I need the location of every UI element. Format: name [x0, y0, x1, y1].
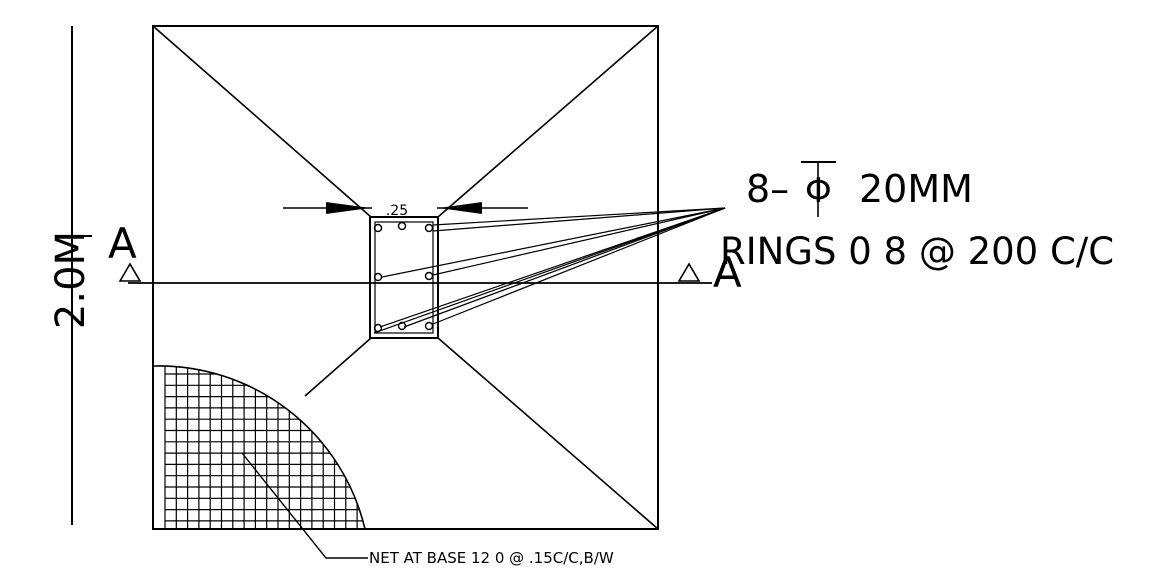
column-width-label: .25: [386, 203, 408, 219]
overall-dimension: 2.0M: [48, 26, 94, 525]
column-width-dimension: .25: [283, 202, 528, 219]
column-section: [369, 216, 439, 339]
base-net-label: NET AT BASE 12 0 @ .15C/C,B/W: [369, 549, 614, 567]
main-bars-size: 20MM: [859, 167, 973, 211]
base-net-mesh: [152, 365, 366, 530]
section-line-a-a: A A: [108, 219, 742, 297]
rebar-leader-lines: [373, 207, 726, 334]
main-bars-prefix: 8–: [746, 167, 789, 211]
section-marker-right: A: [713, 248, 742, 297]
base-net-note: NET AT BASE 12 0 @ .15C/C,B/W: [241, 452, 614, 567]
footing-outline: [152, 25, 659, 530]
rings-note: RINGS 0 8 @ 200 C/C: [720, 230, 1114, 273]
rebar-circles: [373, 221, 434, 333]
dimension-label: 2.0M: [48, 231, 94, 329]
main-bars-note: 8– Φ 20MM: [746, 161, 973, 217]
footing-slope-lines: [152, 25, 659, 530]
section-marker-left: A: [108, 219, 137, 268]
main-bars-symbol: Φ: [805, 171, 832, 211]
